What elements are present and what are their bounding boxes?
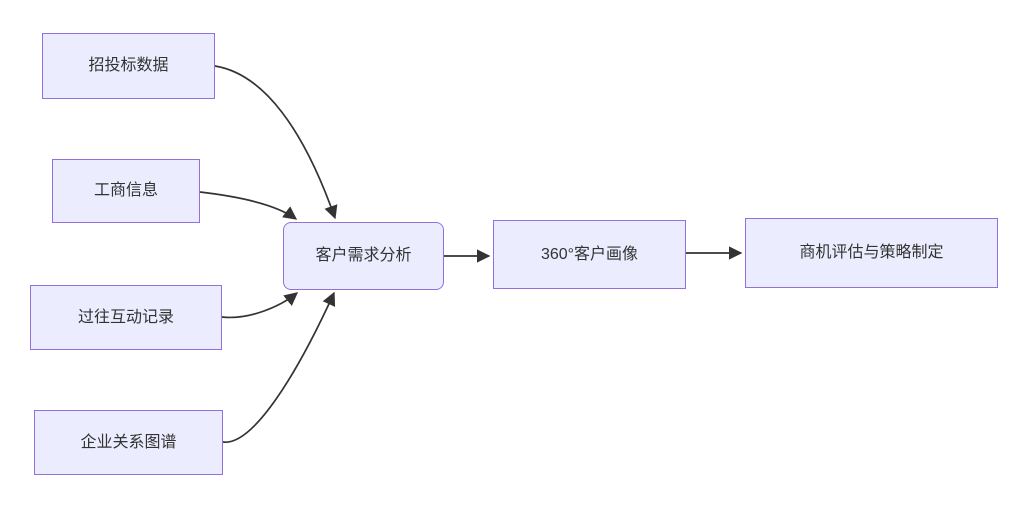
edge-interactions-to-analysis (221, 292, 299, 319)
node-customer-demand-analysis-label: 客户需求分析 (315, 247, 412, 265)
node-customer-profile-360: 360°客户画像 (493, 220, 686, 289)
node-customer-profile-360-label: 360°客户画像 (540, 245, 639, 263)
node-interaction-history-label: 过往互动记录 (77, 308, 174, 326)
node-bidding-data-label: 招投标数据 (88, 57, 169, 75)
node-enterprise-relation-graph-label: 企业关系图谱 (80, 433, 177, 451)
node-bidding-data: 招投标数据 (42, 33, 215, 99)
edge-business-to-analysis (199, 191, 298, 220)
edge-relations-to-analysis (222, 291, 336, 443)
node-enterprise-relation-graph: 企业关系图谱 (34, 410, 223, 475)
edge-bidding-to-analysis (214, 65, 338, 220)
node-opportunity-evaluation-strategy: 商机评估与策略制定 (745, 218, 998, 288)
node-business-info-label: 工商信息 (93, 182, 158, 200)
node-interaction-history: 过往互动记录 (30, 285, 222, 350)
node-business-info: 工商信息 (52, 159, 200, 223)
node-customer-demand-analysis: 客户需求分析 (283, 222, 444, 290)
node-opportunity-evaluation-strategy-label: 商机评估与策略制定 (799, 244, 944, 262)
